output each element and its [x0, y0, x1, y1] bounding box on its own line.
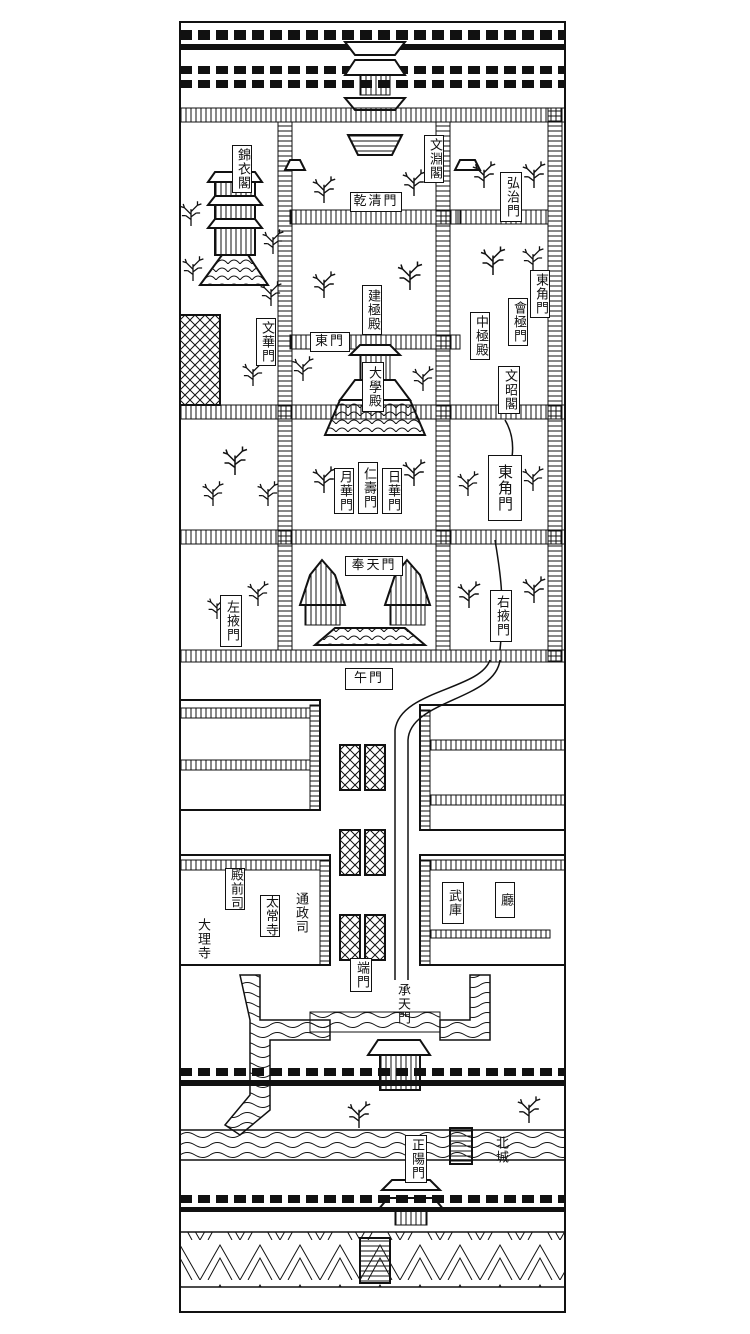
- label-taichang-si: 太常寺: [260, 895, 280, 937]
- label-wenyuan-ge: 文淵閣: [424, 135, 444, 183]
- south-bridge: [359, 1237, 391, 1284]
- east-offices-lower: [419, 854, 566, 966]
- west-offices-upper: [179, 699, 321, 811]
- label-qianqing-men: 乾清門: [350, 192, 402, 212]
- label-rihua-men: 日華門: [382, 468, 402, 514]
- label-huiji-men: 會極門: [508, 298, 528, 346]
- label-you-ye-men: 右掖門: [490, 590, 512, 642]
- label-wuku: 武庫: [442, 882, 464, 924]
- label-duan-men: 端門: [350, 958, 372, 992]
- label-wenhua-men: 文華門: [256, 318, 276, 366]
- moat-bridge: [449, 1127, 473, 1165]
- label-yueshu-men: 月華門: [334, 468, 354, 514]
- pavilion-left: [298, 558, 347, 626]
- east-offices-upper: [419, 704, 566, 831]
- middle-wall: [180, 1068, 565, 1086]
- pavilion-right: [383, 558, 432, 626]
- barricades: [339, 744, 386, 961]
- pagoda: [198, 171, 270, 286]
- east-gatehouses: [283, 159, 482, 171]
- label-tongzheng-si: 通政司: [293, 892, 308, 934]
- label-hongzhi-men: 弘治門: [500, 172, 522, 222]
- map-border: [179, 21, 566, 1313]
- inner-walls: [179, 121, 566, 651]
- label-cheng-tian-men: 承天門: [395, 983, 410, 1025]
- label-mendong: 東門: [310, 332, 350, 352]
- label-jianji-dian: 建極殿: [362, 285, 382, 335]
- label-wenzhao-ge: 文昭閣: [498, 366, 520, 414]
- label-dongjiao-men: 東角門: [530, 270, 550, 318]
- inner-moat: [223, 974, 491, 1136]
- south-wall: [180, 1195, 565, 1212]
- label-dali-si: 大理寺: [195, 918, 210, 960]
- label-fengtian-men: 奉天門: [345, 556, 403, 576]
- label-zhongji-dian: 中極殿: [470, 312, 490, 360]
- label-zuo-ye-men: 左掖門: [220, 595, 242, 647]
- label-daxue-dian: 大學殿: [362, 362, 384, 412]
- palace-wall: [179, 107, 566, 663]
- west-offices-lower: [179, 854, 331, 966]
- label-dianqian-si: 殿前司: [225, 868, 245, 910]
- label-dongjiao-men-2: 東角門: [488, 455, 522, 521]
- label-zhengyang-men: 正陽門: [405, 1135, 427, 1183]
- fengtian-gate: [312, 627, 428, 646]
- label-renshou-men: 仁壽門: [358, 462, 378, 514]
- paved-court: [179, 314, 221, 406]
- label-ting-right: 廳: [495, 882, 515, 918]
- label-jinjiang-ge: 錦衣閣: [232, 145, 252, 193]
- label-wu-men: 午門: [345, 668, 393, 690]
- outer-moat: [179, 1129, 566, 1161]
- label-bei-cheng: 北城: [493, 1136, 508, 1164]
- north-gate-tower: [342, 41, 408, 156]
